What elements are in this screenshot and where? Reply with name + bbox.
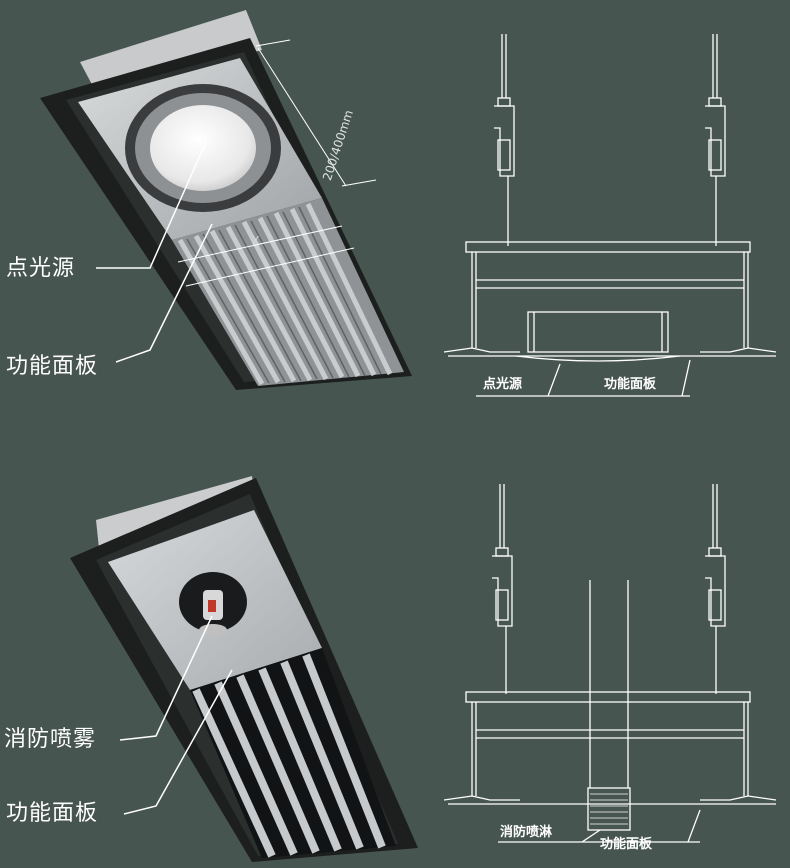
top-leader-light	[96, 141, 207, 269]
top-width-dimension-line	[177, 225, 343, 263]
bottom-label-function-panel: 功能面板	[6, 801, 99, 826]
top-grille-shadows	[186, 206, 382, 384]
bottom-sprinkler-bulb	[208, 600, 216, 612]
bottom-section-drawing	[443, 484, 777, 843]
top-section-label-panel: 功能面板	[604, 377, 657, 392]
bottom-leader-panel	[123, 669, 233, 815]
top-label-point-light: 点光源	[6, 256, 76, 281]
bottom-grille-slats	[192, 653, 386, 858]
top-label-function-panel: 功能面板	[6, 354, 99, 379]
top-grille-slats	[177, 202, 393, 386]
top-depth-dimension-line	[257, 47, 347, 187]
top-width-symbol: X	[252, 234, 260, 247]
bottom-fixture-render	[70, 476, 418, 862]
top-leader-panel	[115, 223, 213, 363]
top-back-plate	[80, 10, 262, 92]
bottom-leader-sprinkler	[119, 615, 213, 741]
top-section-drawing	[443, 34, 777, 397]
top-section-label-light: 点光源	[483, 377, 523, 392]
bottom-label-sprinkler: 消防喷雾	[4, 727, 97, 752]
bottom-section-label-panel: 功能面板	[600, 837, 653, 852]
top-fixture-render	[40, 10, 412, 390]
bottom-section-label-sprinkler: 消防喷淋	[500, 825, 553, 840]
